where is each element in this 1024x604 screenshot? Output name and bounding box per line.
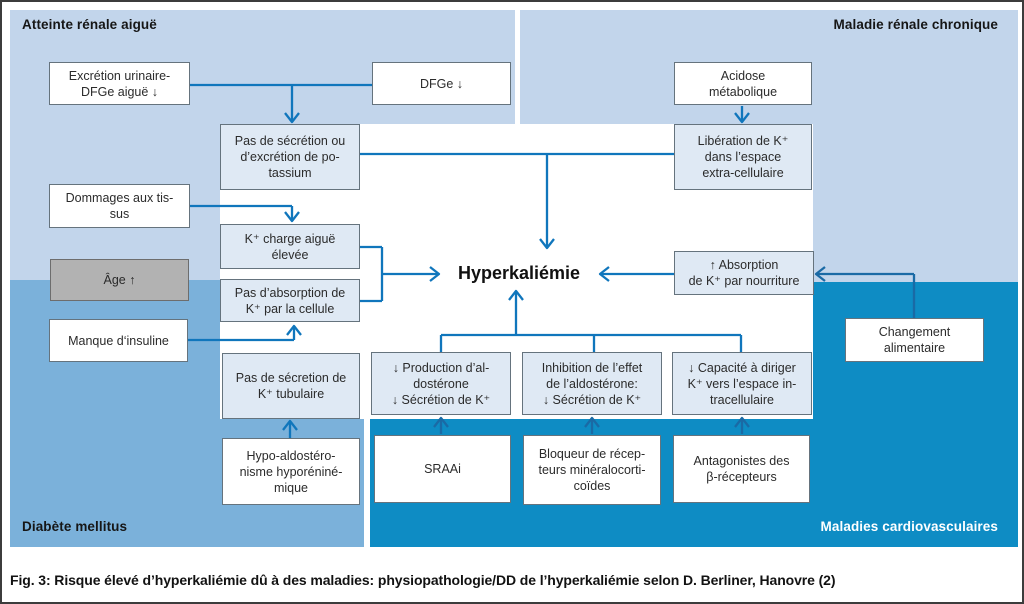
box-dommages-tissus: Dommages aux tis- sus — [49, 184, 190, 228]
box-antagonistes-beta: Antagonistes des β-récepteurs — [673, 435, 810, 503]
box-acidose-metabolique: Acidose métabolique — [674, 62, 812, 105]
box-liberation-k: Libération de K⁺ dans l’espace extra-cel… — [674, 124, 812, 190]
box-excretion-urinaire: Excrétion urinaire- DFGe aiguë ↓ — [49, 62, 190, 105]
box-capacite-diriger-k: ↓ Capacité à diriger K⁺ vers l’espace in… — [672, 352, 812, 415]
box-pas-absorption-cellule: Pas d’absorption de K⁺ par la cellule — [220, 279, 360, 322]
box-pas-secretion-potassium: Pas de sécrétion ou d’excrétion de po- t… — [220, 124, 360, 190]
box-manque-insuline: Manque d‘insuline — [49, 319, 188, 362]
box-production-aldosterone: ↓ Production d’al- dostérone ↓ Sécrétion… — [371, 352, 511, 415]
box-sraai: SRAAi — [374, 435, 511, 503]
label-maladie-renale-chronique: Maladie rénale chronique — [833, 17, 998, 32]
box-bloqueur-recepteurs: Bloqueur de récep- teurs minéralocorti- … — [523, 435, 661, 505]
box-k-charge-aigue: K⁺ charge aiguë élevée — [220, 224, 360, 269]
central-term-hyperkaliemie: Hyperkaliémie — [457, 262, 581, 283]
label-maladies-cardiovasculaires: Maladies cardiovasculaires — [820, 519, 998, 534]
box-hypo-aldosteronisme: Hypo-aldostéro- nisme hyporéniné- mique — [222, 438, 360, 505]
box-absorption-nourriture: ↑ Absorption de K⁺ par nourriture — [674, 251, 814, 295]
box-pas-secretion-tubulaire: Pas de sécretion de K⁺ tubulaire — [222, 353, 360, 419]
label-diabete-mellitus: Diabète mellitus — [22, 519, 128, 534]
figure-caption: Fig. 3: Risque élevé d’hyperkaliémie dû … — [10, 572, 836, 588]
box-inhibition-effet-aldosterone: Inhibition de l’effet de l’aldostérone: … — [522, 352, 662, 415]
box-dfge: DFGe ↓ — [372, 62, 511, 105]
box-changement-alimentaire: Changement alimentaire — [845, 318, 984, 362]
label-atteinte-renale-aigue: Atteinte rénale aiguë — [22, 17, 157, 32]
box-age: Âge ↑ — [50, 259, 189, 301]
